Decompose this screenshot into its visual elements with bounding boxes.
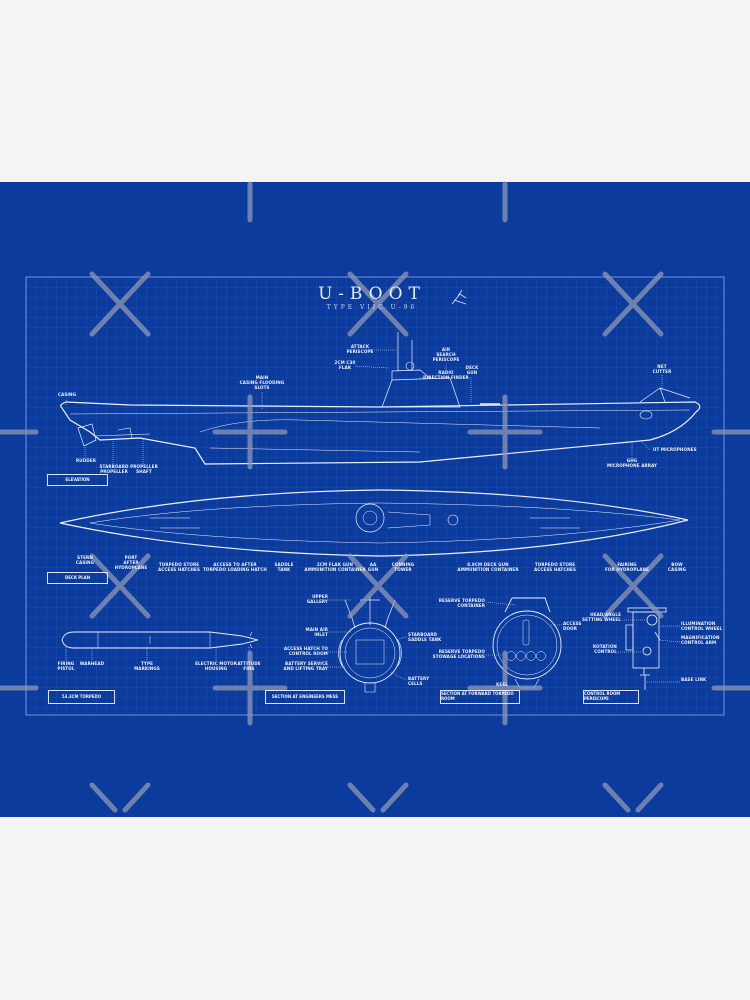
label-battery-tray: BATTERY SERVICE AND LIFTING TRAY — [283, 662, 328, 673]
elevation-hull-outline — [60, 401, 701, 465]
label-saddle-tank: STARBOARD SADDLE TANK — [408, 633, 442, 644]
elevation-caption: ELEVATION — [47, 474, 108, 486]
grid — [26, 277, 724, 715]
torpedo-room-caption: SECTION AT FORWARD TORPEDO ROOM — [440, 690, 520, 704]
deck-label: CONNING TOWER — [391, 563, 415, 574]
label-ghg-array: GHG MICROPHONE ARRAY — [606, 459, 658, 470]
poster-subtitle: TYPE VIIC U-96 — [326, 304, 418, 311]
label-casing: CASING — [57, 393, 77, 398]
label-starboard-propeller: STARBOARD PROPELLER — [99, 465, 129, 476]
label-attack-periscope: ATTACK PERISCOPE — [346, 345, 374, 356]
label-net-cutter: NET CUTTER — [652, 365, 672, 376]
deck-label: SADDLE TANK — [274, 563, 294, 574]
deck-plan-caption: DECK PLAN — [47, 572, 108, 584]
label-rotation-control: ROTATION CONTROL — [592, 645, 617, 656]
rudder — [77, 423, 97, 447]
torpedo-label: FIRING PISTOL — [57, 662, 75, 673]
label-magnification: MAGNIFICATION CONTROL ARM — [681, 636, 720, 647]
label-ut-microphones: UT MICROPHONES — [653, 448, 697, 453]
deck-label: TORPEDO STORE ACCESS HATCHES — [157, 563, 201, 574]
label-upper-gallery: UPPER GALLERY — [306, 595, 328, 606]
torpedo-label: ATTITUDE FINS — [237, 662, 261, 673]
label-main-air-inlet: MAIN AIR INLET — [305, 628, 328, 639]
label-flooding-slots: MAIN CASING FLOODING SLOTS — [239, 376, 285, 392]
label-reserve-container: RESERVE TORPEDO CONTAINER — [438, 599, 485, 610]
deck-label: ACCESS TO AFTER TORPEDO LOADING HATCH — [203, 563, 267, 574]
deck-label: 2CM FLAK GUN AMMUNITION CONTAINER — [304, 563, 366, 574]
torpedo-room-section — [492, 597, 562, 689]
deck-label: AA GUN — [367, 563, 379, 574]
deck-label: 8.8CM DECK GUN AMMUNITION CONTAINER — [457, 563, 519, 574]
torpedo-caption: 53.3CM TORPEDO — [48, 690, 115, 704]
deck-label: BOW CASING — [667, 563, 687, 574]
deck-label: FAIRING FOR HYDROPLANE — [604, 563, 650, 574]
label-propeller-shaft: PROPELLER SHAFT — [130, 465, 158, 476]
watermark — [0, 181, 750, 813]
torpedo-drawing — [61, 631, 259, 649]
label-head-angle: HEAD ANGLE SETTING WHEEL — [582, 613, 621, 624]
periscope-caption: CONTROL ROOM PERISCOPE — [583, 690, 639, 704]
poster-title: U-BOOT — [318, 284, 426, 304]
label-access-door: ACCESS DOOR — [563, 622, 582, 633]
torpedo-label: TYPE MARKINGS — [134, 662, 160, 673]
periscope-drawing — [625, 607, 667, 690]
elevation-drawing — [60, 332, 701, 465]
diver-emblem-icon — [451, 289, 467, 305]
frame-border — [25, 276, 725, 716]
attack-periscope — [397, 332, 413, 371]
label-radio-direction-finder: RADIO DIRECTION FINDER — [423, 371, 469, 382]
deck-plan-drawing — [59, 489, 689, 557]
label-rudder: RUDDER — [75, 459, 97, 464]
label-battery-cells: BATTERY CELLS — [408, 677, 430, 688]
engineers-mess-caption: SECTION AT ENGINEERS MESS — [265, 690, 345, 704]
deck-label: STERN CASING — [75, 556, 95, 567]
label-base-link: BASE LINK — [681, 678, 707, 683]
torpedo-label: WARHEAD — [79, 662, 105, 667]
label-stowage: RESERVE TORPEDO STOWAGE LOCATIONS — [432, 650, 485, 661]
label-air-periscope: AIR SEARCH PERISCOPE — [432, 348, 460, 364]
net-cutter — [639, 387, 691, 403]
label-illumination: ILLUMINATION CONTROL WHEEL — [681, 622, 723, 633]
label-access-hatch: ACCESS HATCH TO CONTROL ROOM — [283, 647, 328, 658]
deck-label: PORT AFTER HYDROPLANE — [114, 556, 148, 572]
label-deck-gun: DECK GUN — [465, 366, 479, 377]
label-keel: KEEL — [496, 683, 508, 688]
label-flak: 2CM C30 FLAK — [334, 361, 356, 372]
engineers-mess-section — [338, 596, 402, 693]
conning-tower — [381, 369, 461, 408]
torpedo-label: ELECTRIC MOTOR HOUSING — [195, 662, 237, 673]
deck-plan-hull — [59, 489, 689, 557]
deck-label: TORPEDO STORE ACCESS HATCHES — [533, 563, 577, 574]
